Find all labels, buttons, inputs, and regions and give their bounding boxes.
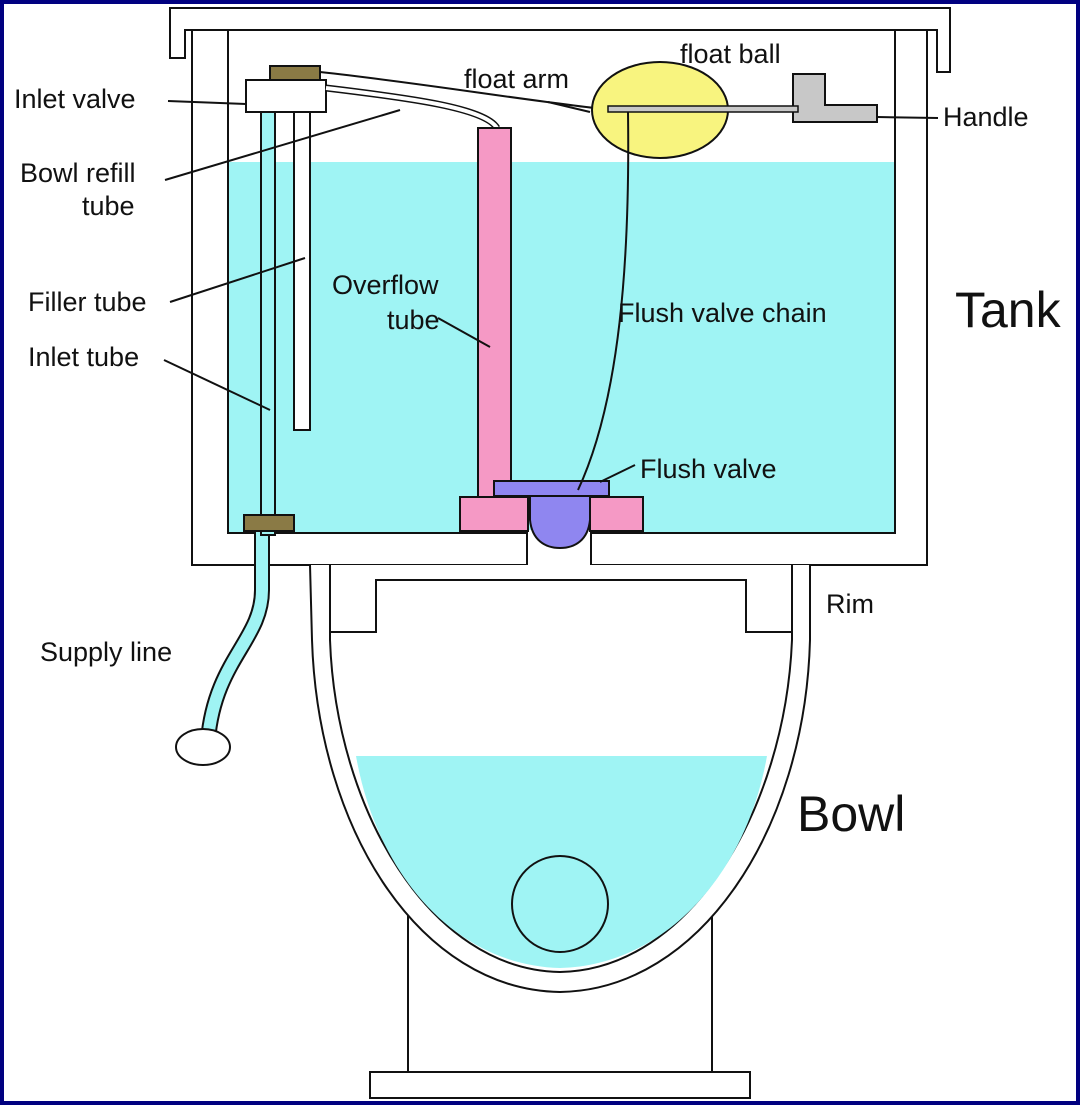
label-flush-valve-chain: Flush valve chain — [618, 298, 827, 328]
bowl-foot — [369, 1071, 751, 1099]
supply-line-fill — [202, 530, 268, 741]
label-supply-line: Supply line — [40, 637, 172, 667]
label-float-arm: float arm — [464, 64, 569, 94]
leader-float-arm — [547, 101, 591, 113]
flush-valve-flapper — [493, 480, 610, 497]
tank-lid — [169, 7, 951, 73]
leader-inlet-valve — [167, 100, 247, 105]
label-tank: Tank — [955, 282, 1062, 338]
label-bowl-refill-1: Bowl refill — [20, 158, 136, 188]
leader-flush-valve — [599, 464, 636, 483]
leader-filler-tube — [169, 257, 306, 303]
float-arm — [319, 71, 613, 111]
bowl-refill-tube-inner — [325, 86, 499, 130]
label-flush-valve: Flush valve — [640, 454, 777, 484]
leader-bowl-refill — [164, 109, 401, 181]
handle — [792, 73, 878, 123]
label-handle: Handle — [943, 102, 1029, 132]
leader-handle — [876, 116, 939, 119]
tank-water — [229, 162, 894, 532]
label-inlet-tube: Inlet tube — [28, 342, 139, 372]
overflow-tube — [477, 127, 512, 501]
label-float-ball: float ball — [680, 39, 781, 69]
inlet-valve-body — [245, 79, 327, 113]
label-bowl: Bowl — [797, 786, 905, 842]
flush-valve-chain — [577, 111, 630, 491]
label-bowl-refill-2: tube — [82, 191, 135, 221]
flush-seat-right — [589, 496, 644, 532]
label-filler-tube: Filler tube — [28, 287, 147, 317]
bowl-water — [356, 756, 767, 968]
label-overflow-2: tube — [387, 305, 440, 335]
supply-connector — [175, 728, 231, 766]
leader-inlet-tube — [163, 359, 271, 411]
bowl-trapway — [511, 855, 609, 953]
inlet-tube — [260, 109, 276, 536]
trip-lever — [607, 105, 799, 113]
flush-seat-left — [459, 496, 529, 532]
label-inlet-valve: Inlet valve — [14, 84, 136, 114]
filler-tube — [293, 109, 311, 431]
leader-overflow — [437, 317, 491, 348]
bowl-rim-ledge — [330, 579, 792, 633]
label-overflow-1: Overflow — [332, 270, 439, 300]
flush-valve-bulb — [529, 493, 591, 550]
label-rim: Rim — [826, 589, 874, 619]
bottom-fitting — [243, 514, 295, 532]
inlet-valve-cap — [269, 65, 321, 81]
